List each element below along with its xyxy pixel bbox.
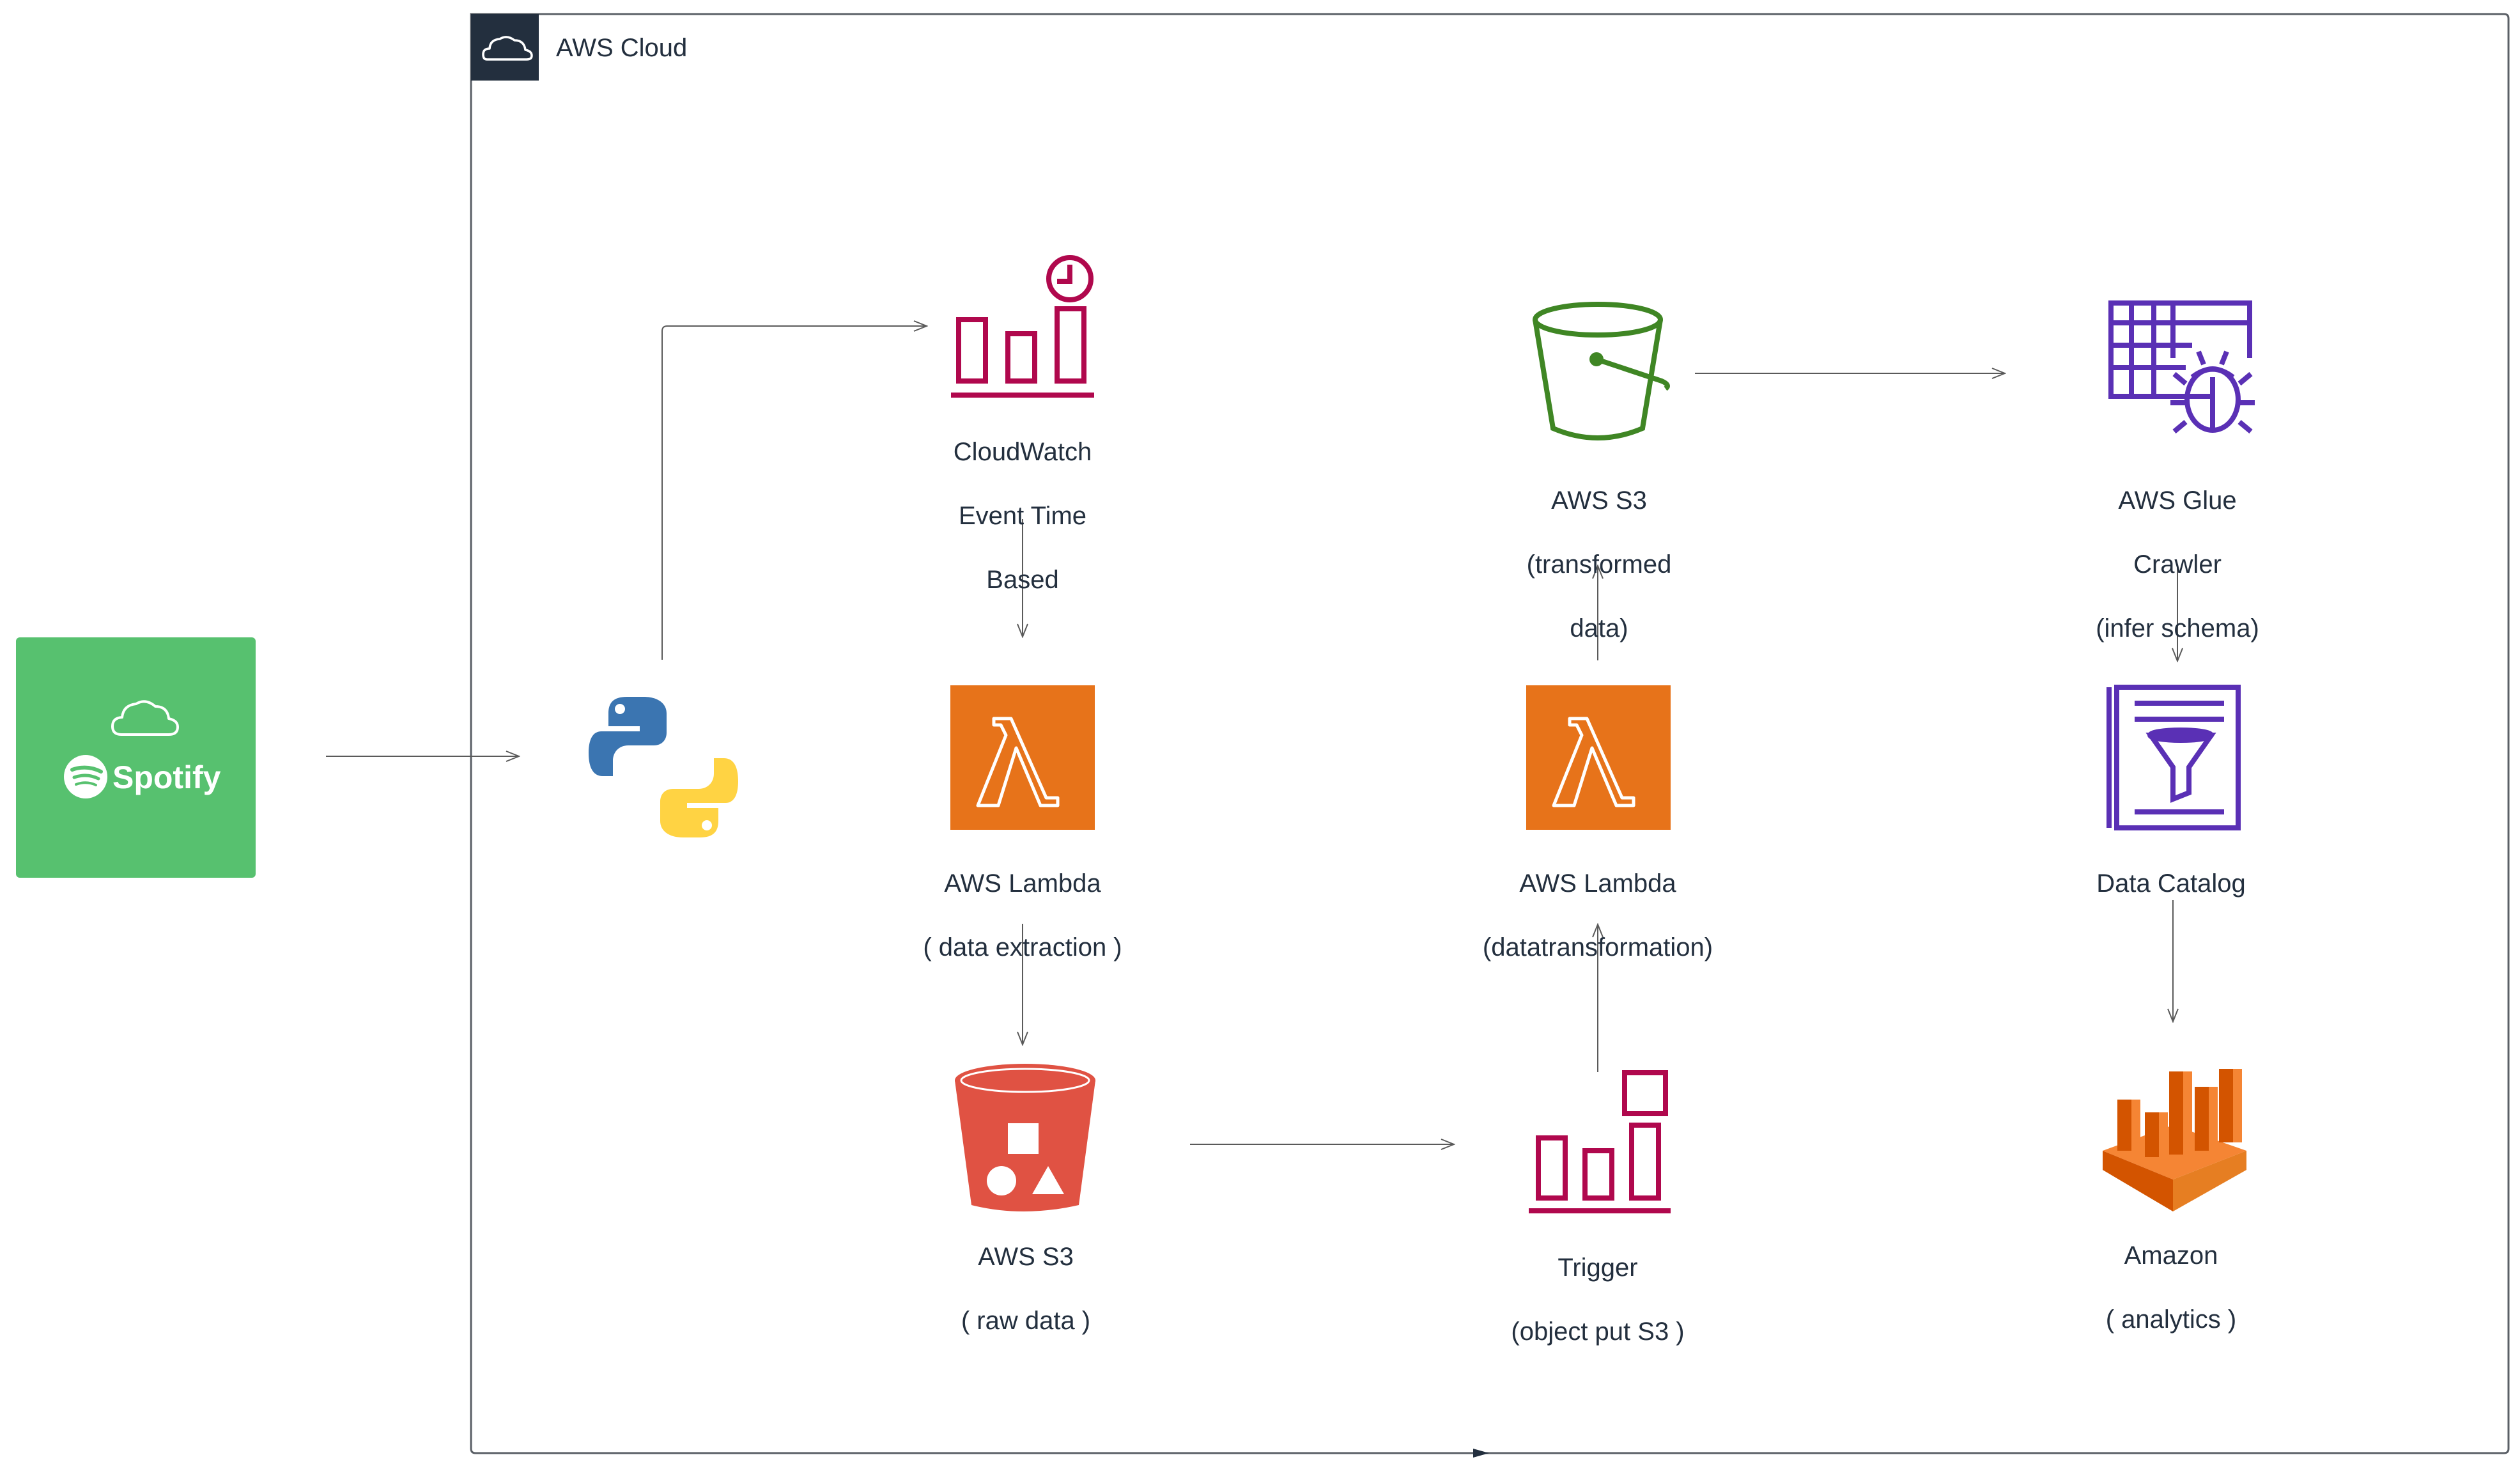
aws-cloud-title: AWS Cloud [556,34,688,62]
lambda-extract-label: AWS Lambda ( data extraction ) [923,869,1122,961]
trigger-label: Trigger (object put S3 ) [1511,1254,1685,1346]
s3-bucket-icon [955,1064,1095,1211]
cloud-icon [471,14,539,81]
spotify-wordmark: Spotify [112,759,221,795]
s3-bucket-icon [1533,302,1670,440]
lambda-icon [1526,685,1671,830]
python-icon [589,697,738,837]
glue-crawler-icon [2108,300,2255,434]
cloudwatch-icon [951,255,1094,398]
cloudwatch-label: CloudWatch Event Time Based [953,438,1092,594]
analytics-label: Amazon ( analytics ) [2105,1241,2237,1334]
spotify-source: Spotify [16,637,256,878]
analytics-icon [2103,1069,2246,1211]
data-catalog-label: Data Catalog [2096,869,2246,898]
s3-raw-label: AWS S3 ( raw data ) [961,1243,1091,1335]
cloud-icon [111,700,179,736]
glue-crawler-label: AWS Glue Crawler (infer schema) [2096,486,2259,642]
connectors [326,326,2177,1144]
aws-cloud-group [470,13,2510,1458]
trigger-icon [1529,1070,1671,1213]
spotify-logo-icon [64,755,107,798]
data-catalog-icon [2106,685,2241,830]
lambda-transform-label: AWS Lambda (datatransformation) [1482,869,1713,961]
s3-transformed-label: AWS S3 (transformed data) [1526,486,1672,642]
lambda-icon [950,685,1095,830]
arrow-python-to-cloudwatch [661,326,927,660]
